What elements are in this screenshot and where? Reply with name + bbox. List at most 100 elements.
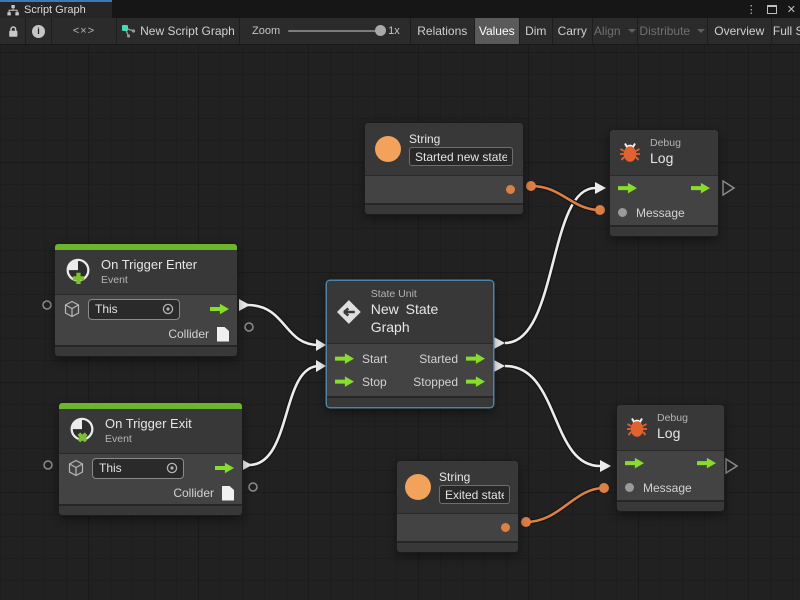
node-string-top[interactable]: String — [365, 123, 523, 214]
code-icon: <×> — [72, 25, 96, 37]
string-output-port[interactable] — [506, 185, 515, 194]
node-title: New State Graph — [370, 301, 439, 335]
lock-icon — [8, 25, 17, 37]
node-footer — [327, 398, 493, 408]
bug-icon — [627, 418, 647, 438]
node-footer — [397, 543, 518, 552]
tab-bar: Script Graph ⋮ ✕ — [0, 0, 800, 18]
node-footer — [610, 226, 718, 236]
node-title: String — [409, 132, 441, 146]
graph-hierarchy-icon — [7, 4, 19, 15]
node-category: Debug — [650, 137, 681, 149]
node-title: String — [439, 470, 471, 484]
collider-type-icon[interactable] — [222, 485, 234, 501]
start-port-label: Start — [362, 351, 388, 366]
about-button[interactable]: i — [26, 18, 52, 44]
stopped-output-port[interactable] — [466, 376, 485, 387]
full-screen-button[interactable]: Full Screen — [772, 18, 800, 44]
node-title: Log — [657, 425, 681, 442]
trigger-exit-icon — [70, 417, 94, 443]
node-on-trigger-exit[interactable]: On Trigger Exit Event This — [59, 403, 242, 515]
graph-node-icon — [122, 25, 136, 38]
flow-output-port[interactable] — [697, 457, 716, 469]
collider-port-label: Collider — [173, 486, 214, 500]
node-footer — [55, 347, 237, 356]
string-output-port[interactable] — [501, 523, 510, 532]
info-icon: i — [32, 24, 45, 38]
distribute-label: Distribute — [639, 24, 691, 38]
align-button: Align — [593, 18, 638, 44]
graph-toolbar: i <×> New Script Graph Zoom 1x Relations… — [0, 18, 800, 45]
chevron-down-icon — [697, 29, 706, 33]
graph-name-button[interactable]: New Script Graph — [117, 18, 240, 44]
gameobject-cube-icon — [68, 459, 84, 477]
node-category: Debug — [657, 412, 688, 424]
tab-script-graph[interactable]: Script Graph — [0, 0, 112, 18]
node-on-trigger-enter[interactable]: On Trigger Enter Event This — [55, 244, 237, 356]
message-input-port[interactable] — [625, 483, 634, 493]
zoom-value: 1x — [388, 25, 400, 37]
string-literal-icon — [405, 474, 431, 500]
target-object-dropdown[interactable]: This — [88, 298, 180, 320]
values-button[interactable]: Values — [474, 18, 520, 44]
flow-output-port[interactable] — [691, 182, 710, 194]
graph-name-label: New Script Graph — [140, 24, 235, 38]
stopped-port-label: Stopped — [413, 374, 458, 389]
flow-output-port[interactable] — [210, 303, 229, 315]
started-output-port[interactable] — [466, 353, 485, 364]
align-label: Align — [593, 24, 621, 38]
object-picker-icon[interactable] — [161, 302, 175, 316]
window-menu-icon[interactable]: ⋮ — [745, 3, 757, 16]
object-picker-icon[interactable] — [165, 461, 179, 475]
node-title: Log — [650, 150, 674, 167]
flow-output-port[interactable] — [215, 462, 234, 474]
overview-button[interactable]: Overview — [708, 18, 772, 44]
flow-input-port[interactable] — [625, 457, 644, 469]
node-debug-log-bottom[interactable]: Debug Log Message — [617, 405, 724, 511]
started-port-label: Started — [419, 351, 458, 366]
string-value-input[interactable] — [439, 485, 510, 504]
target-value: This — [95, 302, 118, 316]
stop-input-port[interactable] — [335, 376, 354, 387]
trigger-enter-icon — [66, 258, 90, 284]
maximize-icon[interactable] — [766, 4, 777, 14]
node-title: On Trigger Enter — [101, 257, 198, 273]
collider-type-icon[interactable] — [217, 326, 229, 342]
close-icon[interactable]: ✕ — [786, 3, 796, 16]
node-title: On Trigger Exit — [105, 416, 192, 432]
flow-input-port[interactable] — [618, 182, 637, 194]
carry-button[interactable]: Carry — [553, 18, 593, 44]
string-value-input[interactable] — [409, 147, 513, 166]
event-accent-bar — [59, 403, 242, 409]
node-footer — [617, 501, 724, 511]
node-subtitle: Event — [105, 432, 132, 445]
gameobject-cube-icon — [64, 300, 80, 318]
lock-button[interactable] — [0, 18, 26, 44]
collider-port-label: Collider — [168, 327, 209, 341]
target-value: This — [99, 461, 122, 475]
dim-button[interactable]: Dim — [520, 18, 553, 44]
node-state-unit[interactable]: State Unit New State Graph Start Started… — [327, 281, 493, 408]
node-category: State Unit — [370, 288, 417, 300]
target-object-dropdown[interactable]: This — [92, 457, 184, 479]
message-port-label: Message — [636, 205, 685, 220]
stop-port-label: Stop — [362, 374, 387, 389]
tab-title: Script Graph — [24, 4, 86, 16]
zoom-control: Zoom 1x — [240, 18, 411, 44]
zoom-label: Zoom — [252, 25, 281, 37]
start-input-port[interactable] — [335, 353, 354, 364]
node-string-bottom[interactable]: String — [397, 461, 518, 552]
node-debug-log-top[interactable]: Debug Log Message — [610, 130, 718, 236]
string-literal-icon — [375, 136, 401, 162]
zoom-slider-handle[interactable] — [375, 25, 387, 36]
distribute-button: Distribute — [638, 18, 708, 44]
chevron-down-icon — [627, 29, 636, 33]
relations-button[interactable]: Relations — [411, 18, 475, 44]
bug-icon — [620, 143, 640, 163]
message-port-label: Message — [643, 480, 692, 495]
preview-code-button[interactable]: <×> — [52, 18, 117, 44]
node-subtitle: Event — [101, 273, 128, 286]
message-input-port[interactable] — [618, 208, 627, 218]
zoom-slider[interactable] — [288, 25, 387, 36]
